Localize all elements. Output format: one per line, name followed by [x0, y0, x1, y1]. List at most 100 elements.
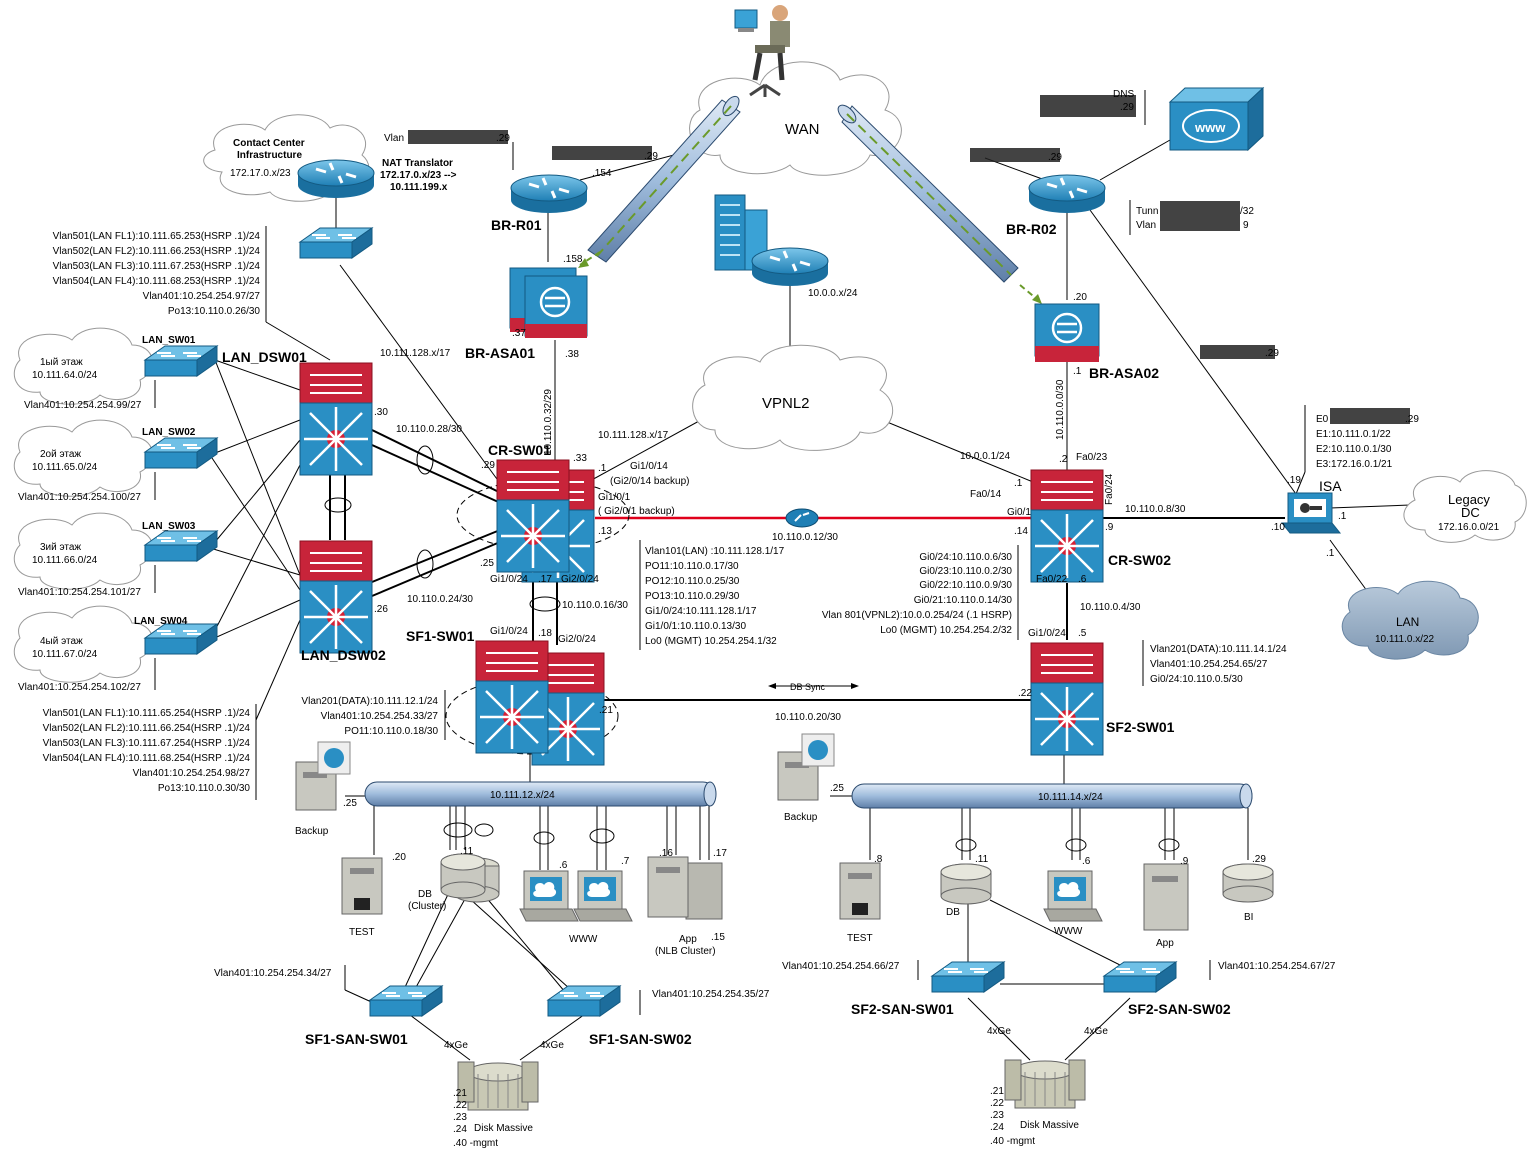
sf2-bus-label: 10.111.14.x/24 — [1038, 792, 1103, 803]
portchannel-loops — [324, 445, 1180, 852]
floor-3-c2: 10.111.66.0/24 — [32, 555, 98, 566]
floor-switch-1[interactable] — [144, 345, 218, 377]
san2-ips: .21 .22 .23 .24 .40 -mgmt — [990, 1086, 1035, 1147]
br-asa02-firewall-icon[interactable] — [1034, 303, 1100, 362]
cr-sw01-gi1b: ( Gi2/0/1 backup) — [598, 506, 675, 517]
cr-sw01-1: .1 — [598, 463, 607, 474]
backup2-server-icon[interactable] — [777, 733, 835, 801]
site2-w6: .6 — [1082, 856, 1091, 867]
cr-sw02-fa14: Fa0/14 — [970, 489, 1002, 500]
dsw01-link: 10.110.0.28/30 — [396, 424, 462, 435]
site1-app2: (NLB Cluster) — [655, 946, 716, 957]
www-pc1-icon[interactable] — [519, 870, 579, 922]
floor-4-sw: LAN_SW04 — [134, 616, 188, 627]
cr-sw02-9: .9 — [1105, 522, 1114, 533]
sf1-gi24b: Gi2/0/24 — [558, 634, 596, 645]
cr-sw01-info-1: PO11:10.110.0.17/30 — [645, 561, 739, 572]
br-r01-router-icon[interactable] — [509, 173, 589, 215]
dns-label: DNS — [1113, 89, 1134, 100]
db-cluster-icon[interactable] — [440, 853, 500, 903]
san1-disk-icon[interactable] — [457, 1061, 539, 1111]
www2-pc-icon[interactable] — [1043, 870, 1103, 922]
test2-server-icon[interactable] — [839, 862, 881, 920]
cr-sw01-asa-link: 10.110.0.32/29 — [543, 389, 554, 455]
dsw01-info-0: Vlan501(LAN FL1):10.111.65.253(HSRP .1)/… — [53, 231, 261, 242]
dsw02-info-1: Vlan502(LAN FL2):10.111.66.254(HSRP .1)/… — [43, 723, 251, 734]
br-r02-router-icon[interactable] — [1027, 173, 1107, 215]
building-icon — [714, 194, 768, 271]
san2-disk-icon[interactable] — [1004, 1059, 1086, 1109]
sf2-san-sw02-icon[interactable] — [1103, 961, 1177, 993]
wan-cloud — [689, 61, 902, 176]
vpnl2-label: VPNL2 — [762, 395, 810, 412]
site2-d11: .11 — [975, 854, 989, 865]
site1-a17: .17 — [713, 848, 727, 859]
test-server-icon[interactable] — [341, 857, 383, 915]
br-r02-tun-redacted — [1160, 201, 1240, 231]
floor-switch-2[interactable] — [144, 437, 218, 469]
dsw02-link: 10.110.0.24/30 — [407, 594, 473, 605]
site1-backup: Backup — [295, 826, 329, 837]
site1-db1: DB — [418, 889, 432, 900]
lan-dsw02-switch-icon[interactable] — [298, 539, 374, 655]
cr-sw02-switch-icon[interactable] — [1029, 468, 1105, 584]
sf2-san-sw01-icon[interactable] — [931, 961, 1005, 993]
bi-db-icon[interactable] — [1222, 863, 1274, 903]
br-asa01-firewall-icon[interactable] — [509, 267, 588, 338]
cr-sw02-name: CR-SW02 — [1108, 552, 1171, 568]
sf1-san-sw01-icon[interactable] — [369, 985, 443, 1017]
br-r02-tun2b: 9 — [1243, 220, 1249, 231]
br-r02-tun2: Vlan — [1136, 220, 1156, 231]
br-asa01-38: .38 — [565, 349, 579, 360]
sf2-info-1: Vlan401:10.254.254.65/27 — [1150, 659, 1268, 670]
sf1-san-sw02-icon[interactable] — [547, 985, 621, 1017]
backup-server-icon[interactable] — [295, 741, 351, 811]
sf1-switch-icon[interactable] — [474, 639, 550, 755]
site1-w6: .6 — [559, 860, 568, 871]
cr-sw02-info-0: Gi0/24:10.110.0.6/30 — [919, 552, 1012, 563]
cr-sw01-switch-icon[interactable] — [495, 458, 571, 574]
dsw01-info: Vlan501(LAN FL1):10.111.65.253(HSRP .1)/… — [53, 231, 261, 317]
lan-dsw01-switch-icon[interactable] — [298, 361, 374, 477]
floor-switch-3[interactable] — [144, 530, 218, 562]
cr-sw01-info-0: Vlan101(LAN) :10.111.128.1/17 — [645, 546, 785, 557]
isa-laptop-icon[interactable] — [1280, 492, 1342, 534]
cc-switch-icon[interactable] — [299, 227, 373, 259]
app2-server-icon[interactable] — [1143, 863, 1189, 931]
floor-3-c1: 3ий этаж — [40, 542, 81, 553]
cr-sw01-name: CR-SW01 — [488, 442, 551, 458]
cr-sw01-info-5: Gi1/0/1:10.110.0.13/30 — [645, 621, 746, 632]
isa-redacted — [1200, 345, 1275, 359]
san2-ip-0: .21 — [990, 1086, 1004, 1097]
site1-b25: .25 — [343, 798, 357, 809]
legacy-l1: Legacy — [1448, 492, 1490, 507]
san2-v1: Vlan401:10.254.254.66/27 — [782, 961, 900, 972]
app-cluster-icon[interactable] — [647, 856, 723, 920]
core-net-label: 10.0.0.x/24 — [808, 288, 858, 299]
site2-www: WWW — [1054, 926, 1083, 937]
floor-switch-4[interactable] — [144, 623, 218, 655]
cr-sw02-link4: 10.110.0.4/30 — [1080, 602, 1141, 613]
cr-sw02-gi01: Gi0/1 — [1007, 507, 1031, 518]
san1-ge2: 4xGe — [540, 1040, 564, 1051]
dsw01-info-3: Vlan504(LAN FL4):10.111.68.253(HSRP .1)/… — [53, 276, 261, 287]
db2-icon[interactable] — [940, 863, 992, 905]
wan-tube-right — [837, 104, 1019, 283]
isa-1a: .1 — [1338, 511, 1347, 522]
legacy-l2: DC — [1461, 505, 1480, 520]
dns-server-icon[interactable]: www — [1168, 86, 1265, 152]
dsw01-info-4: Vlan401:10.254.254.97/27 — [143, 291, 261, 302]
br-r02-name: BR-R02 — [1006, 221, 1057, 237]
floor-1-sw: LAN_SW01 — [142, 335, 196, 346]
cr-sw01-gi1a: Gi1/0/1 — [598, 492, 631, 503]
san1-ge1: 4xGe — [444, 1040, 468, 1051]
lan-cloud-l2: 10.111.0.x/22 — [1375, 634, 1435, 645]
db-sync-label: DB Sync — [790, 682, 826, 692]
site2-bi29: .29 — [1252, 854, 1266, 865]
sf2-switch-icon[interactable] — [1029, 641, 1105, 757]
www-pc2-icon[interactable] — [573, 870, 633, 922]
san1-ip-3: .24 — [453, 1124, 467, 1135]
cc-router-icon[interactable] — [296, 158, 376, 200]
br-asa02-20: .20 — [1073, 292, 1087, 303]
core-router-icon[interactable] — [750, 246, 830, 288]
